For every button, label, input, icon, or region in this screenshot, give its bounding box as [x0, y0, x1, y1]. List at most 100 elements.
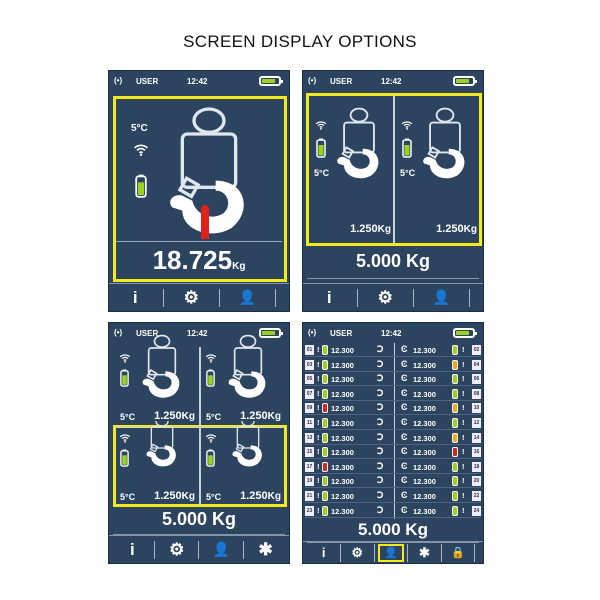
- hook-cell[interactable]: 5°C 1.250Kg: [309, 96, 393, 243]
- hook-weight: 12.300: [413, 462, 436, 472]
- hook-icon: Ↄ: [377, 344, 384, 354]
- hook-id: 20: [472, 476, 481, 487]
- hook-icon: Ↄ: [377, 417, 384, 427]
- bluetooth-button[interactable]: ✱: [258, 539, 273, 559]
- table-row[interactable]: 03 ! 12.300 Ↄ Ͼ 12.300 ! 04: [305, 358, 481, 372]
- battery-icon: [453, 328, 477, 338]
- settings-button[interactable]: ⚙: [351, 544, 364, 560]
- battery-level-icon: [316, 138, 326, 158]
- hook-weight: 12.300: [331, 433, 354, 443]
- table-row[interactable]: 05 ! 12.300 Ↄ Ͼ 12.300 ! 06: [305, 373, 481, 387]
- hook-icon: Ↄ: [377, 446, 384, 457]
- battery-icon: [452, 476, 458, 487]
- table-row[interactable]: 21 ! 12.300 Ↄ Ͼ 12.300 ! 22: [305, 490, 481, 503]
- hook-id: 15: [305, 447, 314, 458]
- hook-cell[interactable]: 5°C 1.250Kg: [115, 347, 199, 425]
- battery-icon: [259, 76, 283, 86]
- table-row[interactable]: 17 ! 12.300 Ↄ Ͼ 12.300 ! 18: [305, 460, 481, 474]
- cell-weight: 1.250Kg: [436, 223, 477, 235]
- hook-cell[interactable]: 5°C 1.250Kg: [115, 427, 199, 505]
- battery-level-icon: [206, 369, 215, 387]
- wifi-icon: [119, 433, 131, 443]
- hook-icon: Ↄ: [377, 475, 384, 486]
- hook-weight: 12.300: [413, 492, 436, 501]
- signal-icon: (•): [114, 76, 123, 85]
- lock-button[interactable]: 🔒: [451, 547, 465, 559]
- temperature: 5°C: [120, 492, 136, 502]
- table-row[interactable]: 15 ! 12.300 Ↄ Ͼ 12.300 ! 16: [305, 446, 481, 460]
- clock: 12:42: [381, 77, 402, 86]
- hook-weight: 12.300: [331, 506, 354, 516]
- table-row[interactable]: 01 ! 12.300 Ↄ Ͼ 12.300 ! 02: [305, 344, 481, 357]
- battery-icon: [452, 418, 458, 428]
- hook-weight: 12.300: [413, 477, 436, 487]
- battery-icon: [322, 461, 328, 472]
- hook-cell[interactable]: 5°C 1.250Kg: [395, 96, 479, 243]
- info-button[interactable]: i: [129, 539, 135, 559]
- hook-id: 09: [305, 403, 314, 414]
- hook-icon: [223, 421, 273, 491]
- battery-icon: [322, 476, 328, 487]
- battery-icon: [322, 359, 328, 370]
- table-row[interactable]: 07 ! 12.300 Ↄ Ͼ 12.300 ! 08: [305, 387, 481, 401]
- wifi-icon: [315, 120, 327, 130]
- clock: 12:42: [187, 329, 208, 338]
- table-row[interactable]: 09 ! 12.300 Ↄ Ͼ 12.300 ! 10: [305, 402, 481, 416]
- settings-button[interactable]: ⚙: [183, 287, 199, 307]
- total-weight: 5.000 Kg: [307, 251, 479, 279]
- page-title: SCREEN DISPLAY OPTIONS: [183, 32, 417, 51]
- wifi-icon: [205, 433, 217, 443]
- user-button[interactable]: 👤: [432, 289, 450, 305]
- user-label: USER: [330, 329, 353, 338]
- table-row[interactable]: 13 ! 12.300 Ↄ Ͼ 12.300 ! 14: [305, 431, 481, 445]
- info-button[interactable]: i: [326, 287, 332, 307]
- weight-unit: Kg: [232, 261, 246, 272]
- bottom-nav: i ⚙ 👤: [109, 283, 289, 311]
- info-button[interactable]: i: [321, 545, 326, 560]
- table-row[interactable]: 19 ! 12.300 Ↄ Ͼ 12.300 ! 20: [305, 475, 481, 489]
- hook-weight: 12.300: [413, 404, 436, 414]
- table-row[interactable]: 11 ! 12.300 Ↄ Ͼ 12.300 ! 12: [305, 417, 481, 430]
- hook-icon: [417, 100, 473, 190]
- hook-weight: 12.300: [331, 375, 354, 385]
- battery-level-icon: [120, 449, 129, 467]
- bottom-nav: i ⚙ 👤 ✱ 🔒: [303, 541, 483, 563]
- signal-icon: (•): [114, 328, 123, 337]
- battery-icon: [452, 359, 458, 370]
- info-button[interactable]: i: [132, 287, 138, 307]
- hook-id: 01: [305, 345, 314, 355]
- bluetooth-button[interactable]: ✱: [418, 544, 430, 560]
- screen-table-view: (•) USER 12:42 01 ! 12.300 Ↄ Ͼ 12.300 ! …: [302, 322, 484, 564]
- hook-icon: Ↄ: [377, 373, 384, 384]
- settings-button[interactable]: ⚙: [169, 539, 185, 559]
- hook-icon: Ↄ: [377, 387, 384, 398]
- user-label: USER: [330, 77, 353, 86]
- battery-icon: [322, 491, 328, 501]
- settings-button[interactable]: ⚙: [377, 287, 393, 307]
- hook-weight: 12.300: [413, 389, 436, 399]
- hook-id: 21: [305, 491, 314, 501]
- battery-level-icon: [120, 369, 129, 387]
- user-button[interactable]: 👤: [212, 541, 230, 557]
- table-row[interactable]: 23 ! 12.300 Ↄ Ͼ 12.300 ! 24: [305, 504, 481, 518]
- hook-id: 13: [305, 432, 314, 443]
- temperature: 5°C: [400, 168, 416, 178]
- temperature: 5°C: [120, 412, 136, 422]
- hook-weight: 12.300: [413, 360, 436, 370]
- hook-cell[interactable]: 5°C 1.250Kg: [201, 347, 285, 425]
- battery-icon: [322, 505, 328, 516]
- hook-icon: Ͼ: [401, 358, 408, 369]
- selected-frame: [306, 93, 482, 246]
- user-button[interactable]: 👤: [238, 289, 256, 305]
- wifi-icon: [133, 143, 149, 156]
- battery-icon: [452, 432, 458, 443]
- user-button[interactable]: 👤: [377, 543, 404, 562]
- battery-icon: [322, 403, 328, 414]
- wifi-icon: [119, 353, 131, 363]
- hook-icon: [331, 100, 387, 190]
- battery-icon: [322, 447, 328, 458]
- battery-icon: [322, 345, 328, 355]
- hook-icon: Ↄ: [377, 402, 384, 413]
- screen-two-hooks: (•) USER 12:42 5°C 1.250Kg 5°C 1.250Kg 5…: [302, 70, 484, 312]
- hook-cell[interactable]: 5°C 1.250Kg: [201, 427, 285, 505]
